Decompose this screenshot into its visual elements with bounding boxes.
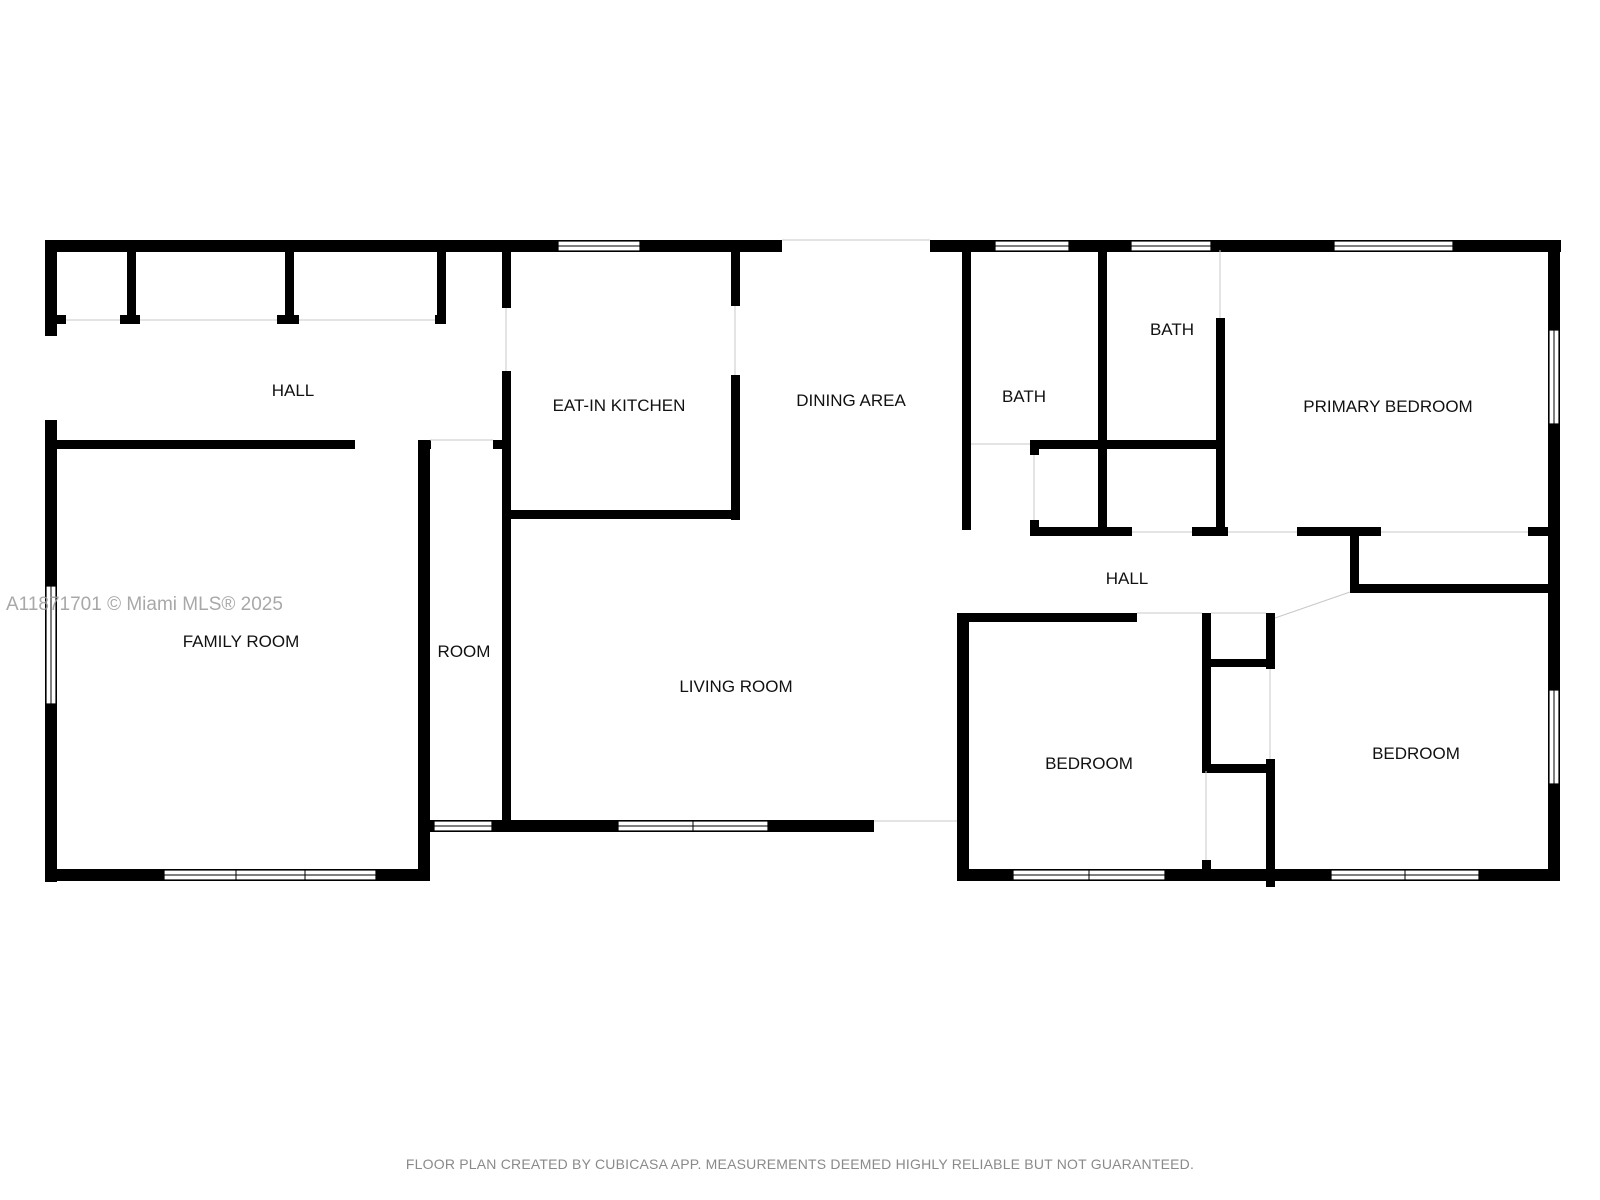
window [557, 240, 641, 252]
window [45, 585, 57, 705]
openings [66, 239, 1528, 860]
window [617, 820, 769, 832]
room-label-bath-left: BATH [1002, 387, 1046, 406]
room-labels: HALL FAMILY ROOM ROOM EAT-IN KITCHEN DIN… [183, 320, 1473, 773]
window [163, 869, 377, 881]
room-label-hall-west: HALL [272, 381, 315, 400]
window [1330, 869, 1480, 881]
window [994, 240, 1070, 252]
room-label-eat-in-kitchen: EAT-IN KITCHEN [553, 396, 686, 415]
room-label-living-room: LIVING ROOM [679, 677, 792, 696]
windows [45, 240, 1560, 881]
window [1333, 240, 1454, 252]
room-label-family-room: FAMILY ROOM [183, 632, 300, 651]
exterior-walls [45, 240, 1561, 882]
window [1548, 689, 1560, 785]
room-label-hall-east: HALL [1106, 569, 1149, 588]
room-label-bath-right: BATH [1150, 320, 1194, 339]
room-label-bedroom-left: BEDROOM [1045, 754, 1133, 773]
room-label-primary-bedroom: PRIMARY BEDROOM [1303, 397, 1472, 416]
footer-disclaimer: FLOOR PLAN CREATED BY CUBICASA APP. MEAS… [405, 1156, 1195, 1172]
room-label-dining-area: DINING AREA [796, 391, 906, 410]
window [433, 820, 493, 832]
room-label-bedroom-right: BEDROOM [1372, 744, 1460, 763]
interior-walls [57, 240, 1560, 887]
mls-watermark: A11871701 © Miami MLS® 2025 [6, 594, 283, 615]
room-label-room: ROOM [438, 642, 491, 661]
window [1130, 240, 1212, 252]
window [1012, 869, 1166, 881]
window [1548, 329, 1560, 425]
